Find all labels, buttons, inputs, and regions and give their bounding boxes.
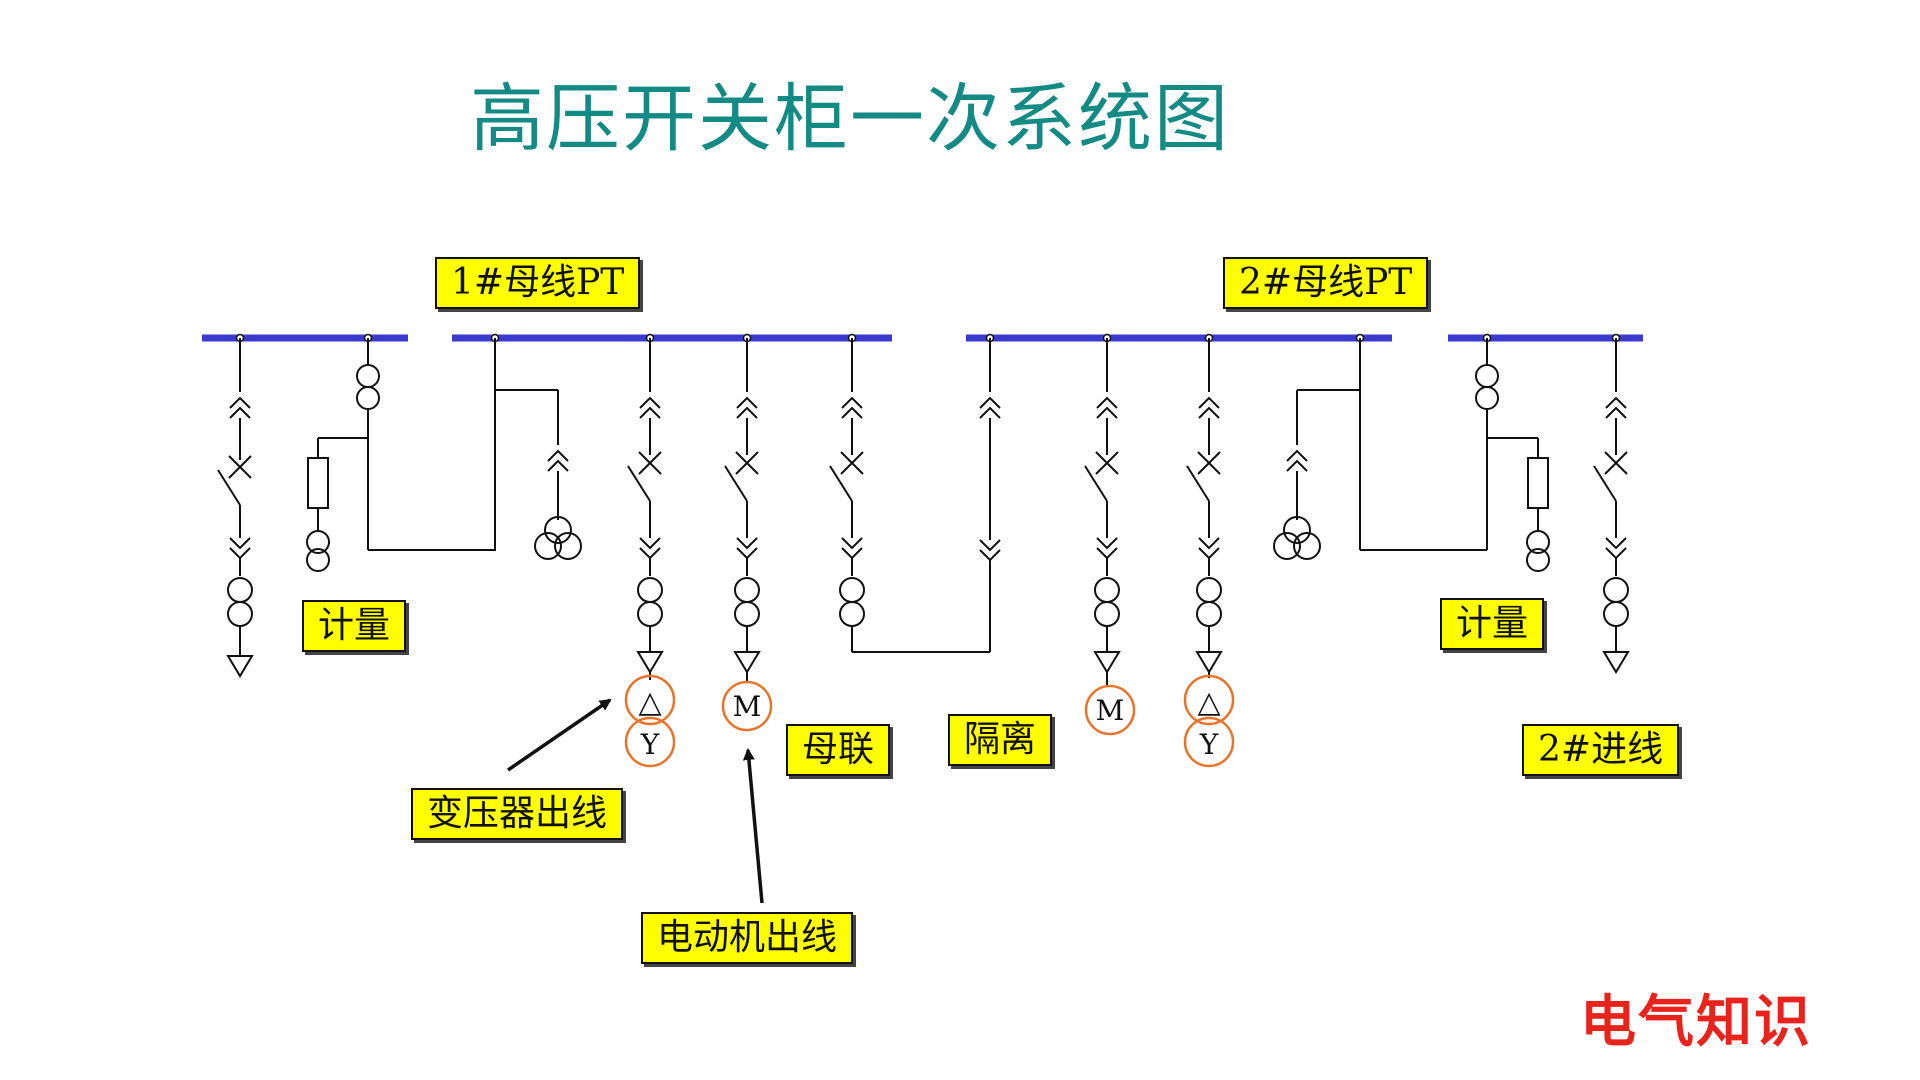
symbol-letters: △ Y M M △ Y (638, 685, 1220, 761)
page-title: 高压开关柜一次系统图 (470, 76, 1230, 162)
wye-symbol-left: Y (640, 728, 660, 761)
label-isolation: 隔离 (948, 714, 1053, 766)
arrow-to-motor (742, 748, 764, 904)
feeder-incoming-2 (1593, 338, 1630, 674)
feeder-bus1-pt (494, 338, 582, 560)
feeder-transformer-outgoing (624, 338, 676, 768)
feeder-motor-outgoing (721, 338, 773, 732)
feeder-bus-tie (829, 338, 990, 653)
feeder-incoming-1 (217, 338, 254, 678)
label-bus1-pt: 1#母线PT (435, 257, 641, 309)
feeder-motor-outgoing-right (1084, 338, 1136, 736)
bus-junction-dots (235, 333, 1621, 343)
feeder-metering-right (1360, 338, 1550, 572)
wye-symbol-right: Y (1199, 728, 1219, 761)
delta-symbol-left: △ (638, 685, 661, 720)
label-transformer-outgoing: 变压器出线 (411, 788, 624, 840)
label-motor-outgoing: 电动机出线 (641, 912, 854, 964)
label-bus-tie: 母联 (786, 724, 891, 776)
feeder-bus2-pt (1273, 338, 1361, 560)
label-metering-right: 计量 (1440, 598, 1545, 650)
feeder-transformer-outgoing-right (1183, 338, 1235, 768)
watermark-logo: 电气知识 (1580, 990, 1812, 1055)
motor-symbol-left: M (733, 690, 762, 723)
wiring (217, 333, 1630, 904)
arrow-to-transformer (507, 698, 612, 772)
motor-symbol-right: M (1096, 694, 1125, 727)
label-bus2-pt: 2#母线PT (1223, 257, 1429, 309)
feeder-isolation (979, 338, 1001, 652)
feeder-metering-left (306, 338, 496, 572)
delta-symbol-right: △ (1197, 685, 1220, 720)
label-incoming-2: 2#进线 (1522, 724, 1680, 776)
label-metering-left: 计量 (302, 600, 407, 652)
